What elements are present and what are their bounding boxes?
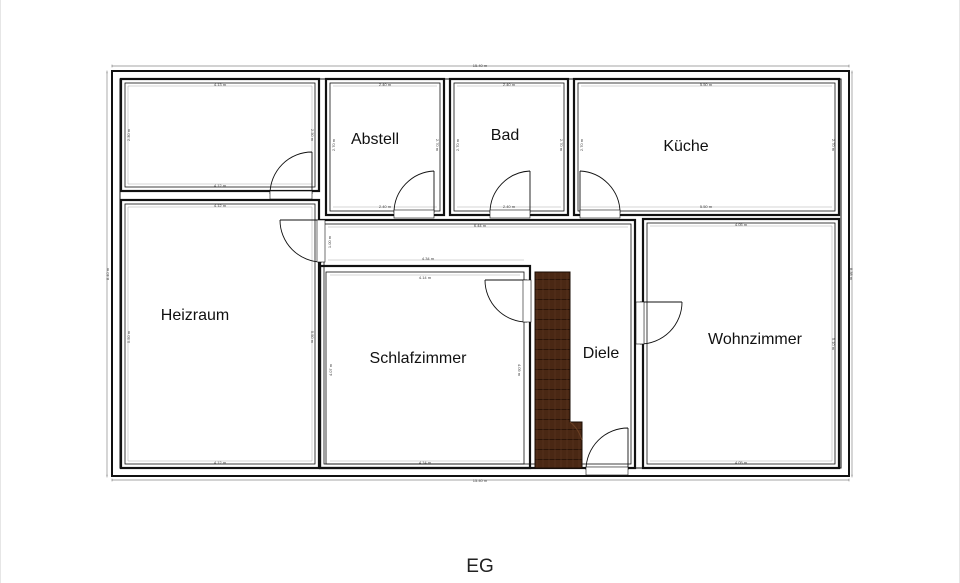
dim-kueche-left: 2.70 m	[579, 138, 584, 151]
dim-kueche-right: 2.70 m	[831, 139, 836, 152]
door-wohnzimmer	[639, 301, 683, 345]
dim-overall-bottom: 15.40 m	[473, 478, 488, 483]
dim-overall-right: 8.38 m	[849, 268, 854, 281]
dim-overall-top: 15.40 m	[473, 63, 488, 68]
dim-bad-bottom: 2.40 m	[503, 204, 516, 209]
label-abstell: Abstell	[351, 131, 399, 148]
room-walls	[119, 77, 841, 470]
dim-room-a-bottom: 4.12 m	[214, 183, 227, 188]
dim-wohn-top: 4.05 m	[735, 222, 748, 227]
dim-schlaf-outer-top: 4.34 m	[422, 256, 435, 261]
floor-caption: EG	[466, 556, 494, 577]
doors	[269, 151, 683, 476]
dim-diele-top: 6.44 m	[474, 223, 487, 228]
label-heizraum: Heizraum	[161, 307, 229, 324]
dim-bad-top: 2.40 m	[503, 82, 516, 87]
door-heizraum	[279, 219, 323, 263]
staircase	[534, 271, 583, 469]
label-diele: Diele	[583, 345, 620, 362]
door-abstell	[393, 170, 435, 214]
dim-bad-left: 2.70 m	[455, 138, 460, 151]
dim-schlaf-right: 4.09 m	[517, 364, 522, 377]
dim-abstell-bottom: 2.40 m	[379, 204, 392, 209]
dim-room-a-top: 4.13 m	[214, 82, 227, 87]
left-frame-edge	[0, 0, 1, 583]
door-room-a	[269, 151, 313, 195]
dim-room-a-right: 2.30 m	[310, 129, 315, 142]
dim-abstell-left: 2.70 m	[331, 138, 336, 151]
dim-schlaf-top: 4.14 m	[419, 275, 432, 280]
room-dimension-lines	[127, 85, 833, 462]
outer-wall	[111, 70, 850, 477]
label-wohnzimmer: Wohnzimmer	[708, 331, 803, 348]
dim-wohn-bottom: 4.05 m	[735, 460, 748, 465]
room-labels: Abstell Bad Küche Heizraum Schlafzimmer …	[161, 127, 803, 367]
door-schlafzimmer	[484, 279, 528, 323]
dim-wohn-right: 5.10 m	[831, 338, 836, 351]
label-kueche: Küche	[663, 138, 708, 155]
door-kueche	[579, 170, 621, 214]
dim-heizraum-right: 5.50 m	[310, 331, 315, 344]
dim-diele-left: 1.00 m	[327, 235, 332, 248]
label-bad: Bad	[491, 127, 519, 144]
overall-dimension-lines	[106, 64, 853, 482]
dim-heizraum-bottom: 4.12 m	[214, 460, 227, 465]
label-schlafzimmer: Schlafzimmer	[370, 350, 468, 367]
dim-kueche-top: 5.50 m	[700, 82, 713, 87]
dim-schlaf-left: 4.07 m	[328, 363, 333, 376]
dim-room-a-left: 2.30 m	[126, 128, 131, 141]
dim-abstell-top: 2.40 m	[379, 82, 392, 87]
dimension-texts: 15.40 m 15.40 m 8.40 m 8.38 m 4.13 m 4.1…	[105, 63, 854, 483]
dim-heizraum-top: 4.12 m	[214, 203, 227, 208]
dim-heizraum-left: 5.50 m	[126, 330, 131, 343]
dim-abstell-right: 2.70 m	[435, 139, 440, 152]
dim-bad-right: 2.70 m	[559, 139, 564, 152]
dim-kueche-bottom: 5.50 m	[700, 204, 713, 209]
dim-schlaf-bottom: 4.14 m	[419, 460, 432, 465]
dim-overall-left: 8.40 m	[105, 267, 110, 280]
